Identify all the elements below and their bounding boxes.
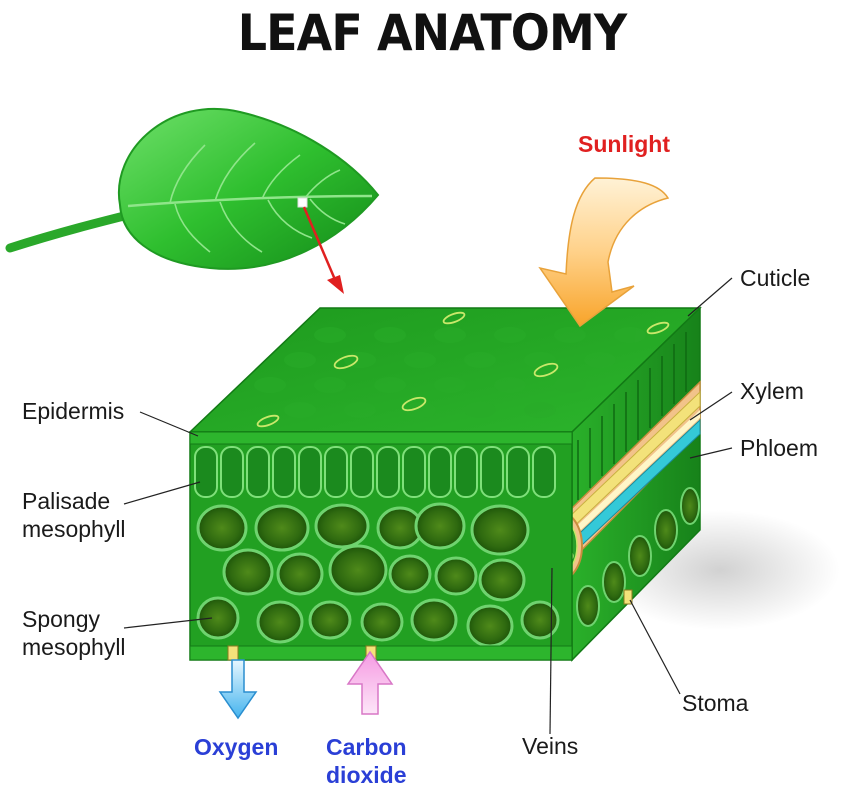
label-phloem: Phloem: [740, 435, 818, 461]
palisade-cells: [194, 446, 556, 498]
sunlight-arrow: [538, 177, 670, 328]
front-stoma-left: [227, 645, 239, 661]
carbon-dioxide-arrow: [346, 650, 394, 715]
label-sunlight: Sunlight: [578, 131, 670, 157]
label-cuticle: Cuticle: [740, 265, 811, 291]
leader-lines: [123, 277, 733, 735]
label-palisade-line1: Palisade: [22, 488, 111, 514]
spongy-cells: [196, 502, 560, 648]
label-carbon-line2: dioxide: [326, 762, 407, 788]
label-spongy-line1: Spongy: [22, 606, 101, 632]
label-palisade-line2: mesophyll: [22, 516, 126, 542]
stomata-top: [256, 311, 670, 428]
side-stoma: [623, 589, 633, 605]
leaf-block: [188, 306, 702, 662]
label-stoma: Stoma: [682, 690, 749, 716]
label-xylem: Xylem: [740, 378, 804, 404]
side-spongy-cells: [576, 487, 700, 627]
label-oxygen: Oxygen: [194, 734, 279, 760]
oxygen-arrow: [218, 659, 258, 720]
label-carbon-line1: Carbon: [326, 734, 407, 760]
lower-epidermis: [189, 645, 573, 661]
label-epidermis: Epidermis: [22, 398, 125, 424]
upper-epidermis: [189, 431, 573, 445]
label-spongy-line2: mesophyll: [22, 634, 126, 660]
label-veins: Veins: [522, 733, 579, 759]
leaf-illustration: [5, 107, 380, 294]
page-title: LEAF ANATOMY: [237, 4, 627, 62]
